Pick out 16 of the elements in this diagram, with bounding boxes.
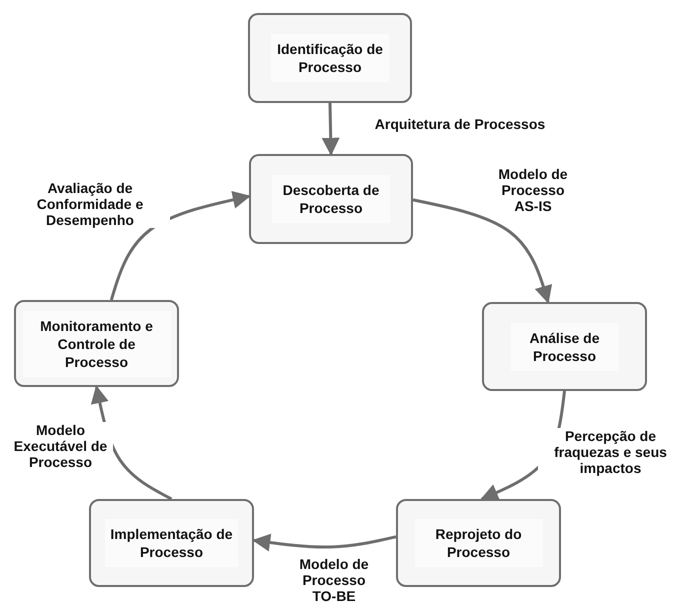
process-box — [482, 302, 647, 391]
process-box — [89, 499, 254, 587]
process-box — [396, 499, 561, 587]
process-name: Descoberta de Processo — [272, 175, 390, 223]
process-box — [249, 154, 413, 244]
process-name: Reprojeto do Processo — [414, 519, 542, 567]
process-name: Implementação de Processo — [105, 519, 238, 567]
arrow — [412, 198, 552, 304]
arrow — [110, 190, 251, 300]
process-name: Análise de Processo — [510, 322, 618, 370]
arrow — [322, 102, 340, 156]
process-name: Monitoramento e Controle de Processo — [22, 310, 170, 376]
arrow — [252, 534, 396, 552]
process-box — [248, 13, 412, 103]
process-box — [14, 300, 179, 387]
process-name: Identificação de Processo — [271, 34, 389, 82]
